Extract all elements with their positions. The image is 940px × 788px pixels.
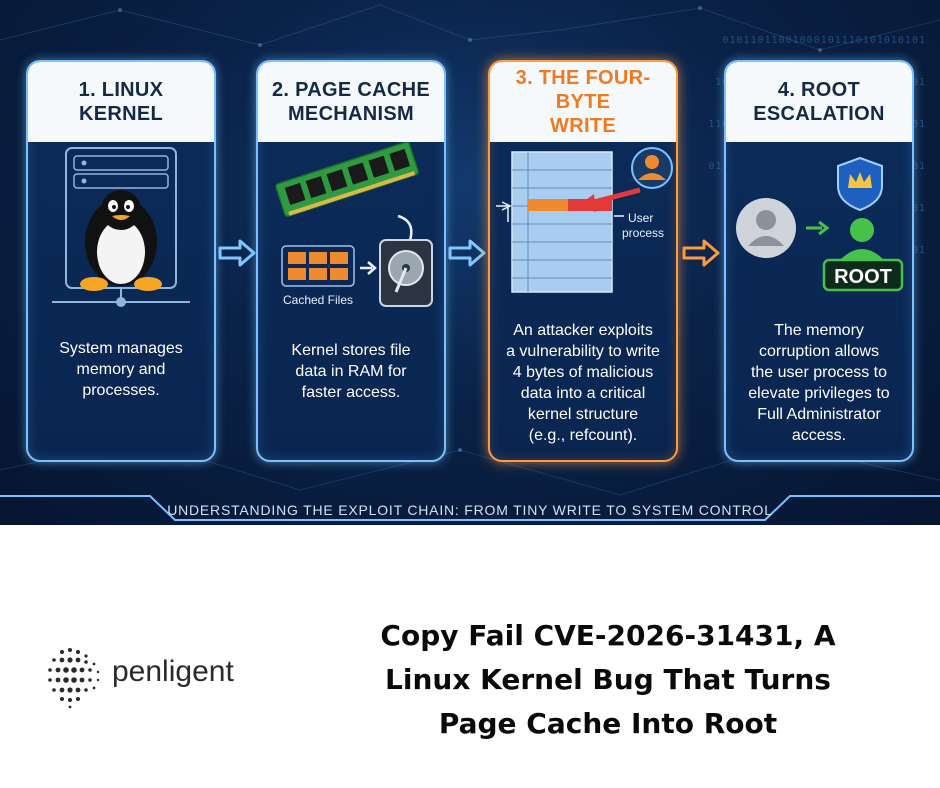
card-body-line: (e.g., refcount). xyxy=(528,427,638,444)
card-body-line: corruption allows xyxy=(758,343,880,360)
card-body-line: memory and xyxy=(76,361,166,378)
card-description: An attacker exploits a vulnerability to … xyxy=(498,320,668,446)
card-description: System manages memory and processes. xyxy=(36,338,206,401)
bits-line: 01011011001000101110101010101 xyxy=(722,35,926,46)
flow-arrow-icon xyxy=(448,239,486,267)
infographic-banner: 01011011001000101110101010101 1011100110… xyxy=(0,0,940,525)
ram-module-icon xyxy=(275,142,419,217)
card-title-line: 3. THE FOUR-BYTE xyxy=(515,67,651,113)
card-description: Kernel stores file data in RAM for faste… xyxy=(266,340,436,403)
card-title: 3. THE FOUR-BYTE WRITE xyxy=(490,62,676,142)
tux-penguin-icon xyxy=(80,190,162,291)
card-body-line: kernel structure xyxy=(527,406,639,423)
root-badge-label: ROOT xyxy=(834,266,892,288)
root-user-icon xyxy=(840,218,884,260)
card-page-cache: 2. PAGE CACHE MECHANISM xyxy=(256,60,446,462)
card-body-line: An attacker exploits xyxy=(513,322,653,339)
card-title: 2. PAGE CACHE MECHANISM xyxy=(258,62,444,142)
card-title: 1. LINUX KERNEL xyxy=(28,62,214,142)
card-title-line: 1. LINUX xyxy=(78,79,164,101)
page-cache-illustration: Cached Files xyxy=(275,142,433,307)
hard-drive-icon xyxy=(379,239,433,307)
card-body-line: a vulnerability to write xyxy=(506,343,660,360)
cached-files-label: Cached Files xyxy=(283,293,353,307)
card-body-line: data into a critical xyxy=(520,385,646,402)
user-process-label: User xyxy=(628,211,653,225)
card-body-line: the user process to xyxy=(750,364,888,381)
card-body-line: The memory xyxy=(774,322,864,339)
card-linux-kernel: 1. LINUX KERNEL xyxy=(26,60,216,462)
headline-line: Copy Fail CVE-2026-31431, A xyxy=(380,619,836,652)
cached-files-icon xyxy=(281,245,355,287)
shield-crown-icon xyxy=(837,156,883,212)
card-title-line: KERNEL xyxy=(78,103,163,125)
card-description: The memory corruption allows the user pr… xyxy=(734,320,904,446)
flow-arrow-icon xyxy=(682,239,720,267)
card-title-line: MECHANISM xyxy=(287,103,414,125)
article-headline: Copy Fail CVE-2026-31431, A Linux Kernel… xyxy=(330,614,886,746)
card-title-line: 4. ROOT xyxy=(777,79,861,101)
root-escalation-illustration: ROOT xyxy=(736,156,904,292)
card-body-line: access. xyxy=(791,427,847,444)
card-body-line: 4 bytes of malicious xyxy=(512,364,654,381)
footer-ribbon xyxy=(0,495,940,521)
four-byte-write-illustration: User process xyxy=(496,147,673,293)
user-icon xyxy=(631,147,673,189)
user-process-label: process xyxy=(622,226,664,240)
card-four-byte-write: 3. THE FOUR-BYTE WRITE xyxy=(488,60,678,462)
card-root-escalation: 4. ROOT ESCALATION ROOT The xyxy=(724,60,914,462)
card-title: 4. ROOT ESCALATION xyxy=(726,62,912,142)
penligent-logo-icon xyxy=(48,648,100,709)
brand-name: penligent xyxy=(112,655,234,688)
card-body-line: faster access. xyxy=(301,384,401,401)
card-body-line: processes. xyxy=(82,382,160,399)
card-body-line: System manages xyxy=(59,340,183,357)
card-body-line: Full Administrator xyxy=(757,406,881,423)
card-body-line: elevate privileges to xyxy=(748,385,890,402)
footer-caption: UNDERSTANDING THE EXPLOIT CHAIN: FROM TI… xyxy=(167,502,773,518)
card-title-line: 2. PAGE CACHE xyxy=(271,79,430,101)
memory-table-icon xyxy=(511,151,613,293)
server-rack-icon xyxy=(52,147,190,307)
card-body-line: Kernel stores file xyxy=(291,342,411,359)
card-title-line: ESCALATION xyxy=(753,103,885,125)
card-title-line: WRITE xyxy=(550,115,616,137)
tux-server-illustration xyxy=(52,147,190,307)
card-body-line: data in RAM for xyxy=(295,363,407,380)
headline-line: Page Cache Into Root xyxy=(438,707,778,740)
root-badge xyxy=(822,258,904,292)
flow-arrow-icon xyxy=(218,239,256,267)
user-icon xyxy=(736,198,796,258)
headline-line: Linux Kernel Bug That Turns xyxy=(385,663,831,696)
